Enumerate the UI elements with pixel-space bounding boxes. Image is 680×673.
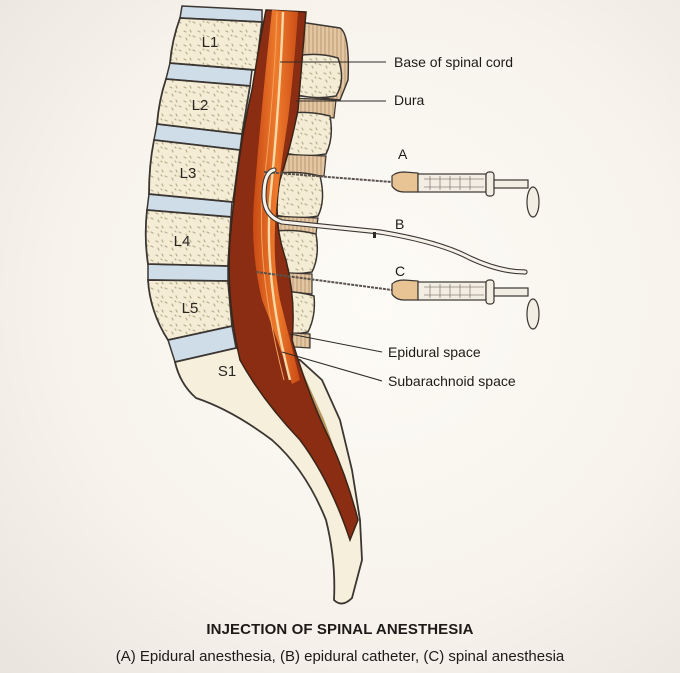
caption-subtitle: (A) Epidural anesthesia, (B) epidural ca… (115, 648, 565, 665)
vertebra-label-L5: L5 (182, 300, 199, 317)
vertebra-L2 (156, 78, 252, 135)
label-epidural-space: Epidural space (388, 344, 481, 360)
vertebra-label-L2: L2 (192, 97, 209, 114)
label-catheter-b: B (395, 216, 404, 232)
vertebra-label-S1: S1 (218, 363, 236, 380)
vertebra-label-L1: L1 (202, 34, 219, 51)
caption-title: INJECTION OF SPINAL ANESTHESIA (206, 621, 474, 638)
label-needle-a: A (398, 146, 408, 162)
vertebra-label-L3: L3 (180, 165, 197, 182)
catheter-b (261, 167, 528, 275)
vertebra-L1 (169, 17, 264, 71)
vertebra-L3 (148, 139, 242, 203)
vertebra-L4 (144, 209, 232, 267)
label-base-of-spinal-cord: Base of spinal cord (394, 54, 513, 70)
vertebra-label-L4: L4 (174, 233, 191, 250)
spinal-cord (253, 10, 300, 384)
cord-highlight (267, 11, 292, 381)
syringe-a (263, 171, 540, 218)
vertebral-column (144, 5, 363, 605)
label-subarachnoid-space: Subarachnoid space (388, 373, 516, 389)
syringe-c (255, 271, 540, 330)
label-needle-c: C (395, 263, 405, 279)
dural-sac (228, 9, 359, 543)
label-dura: Dura (394, 92, 425, 108)
leader-lines (280, 61, 386, 382)
vertebra-L5 (147, 279, 233, 342)
